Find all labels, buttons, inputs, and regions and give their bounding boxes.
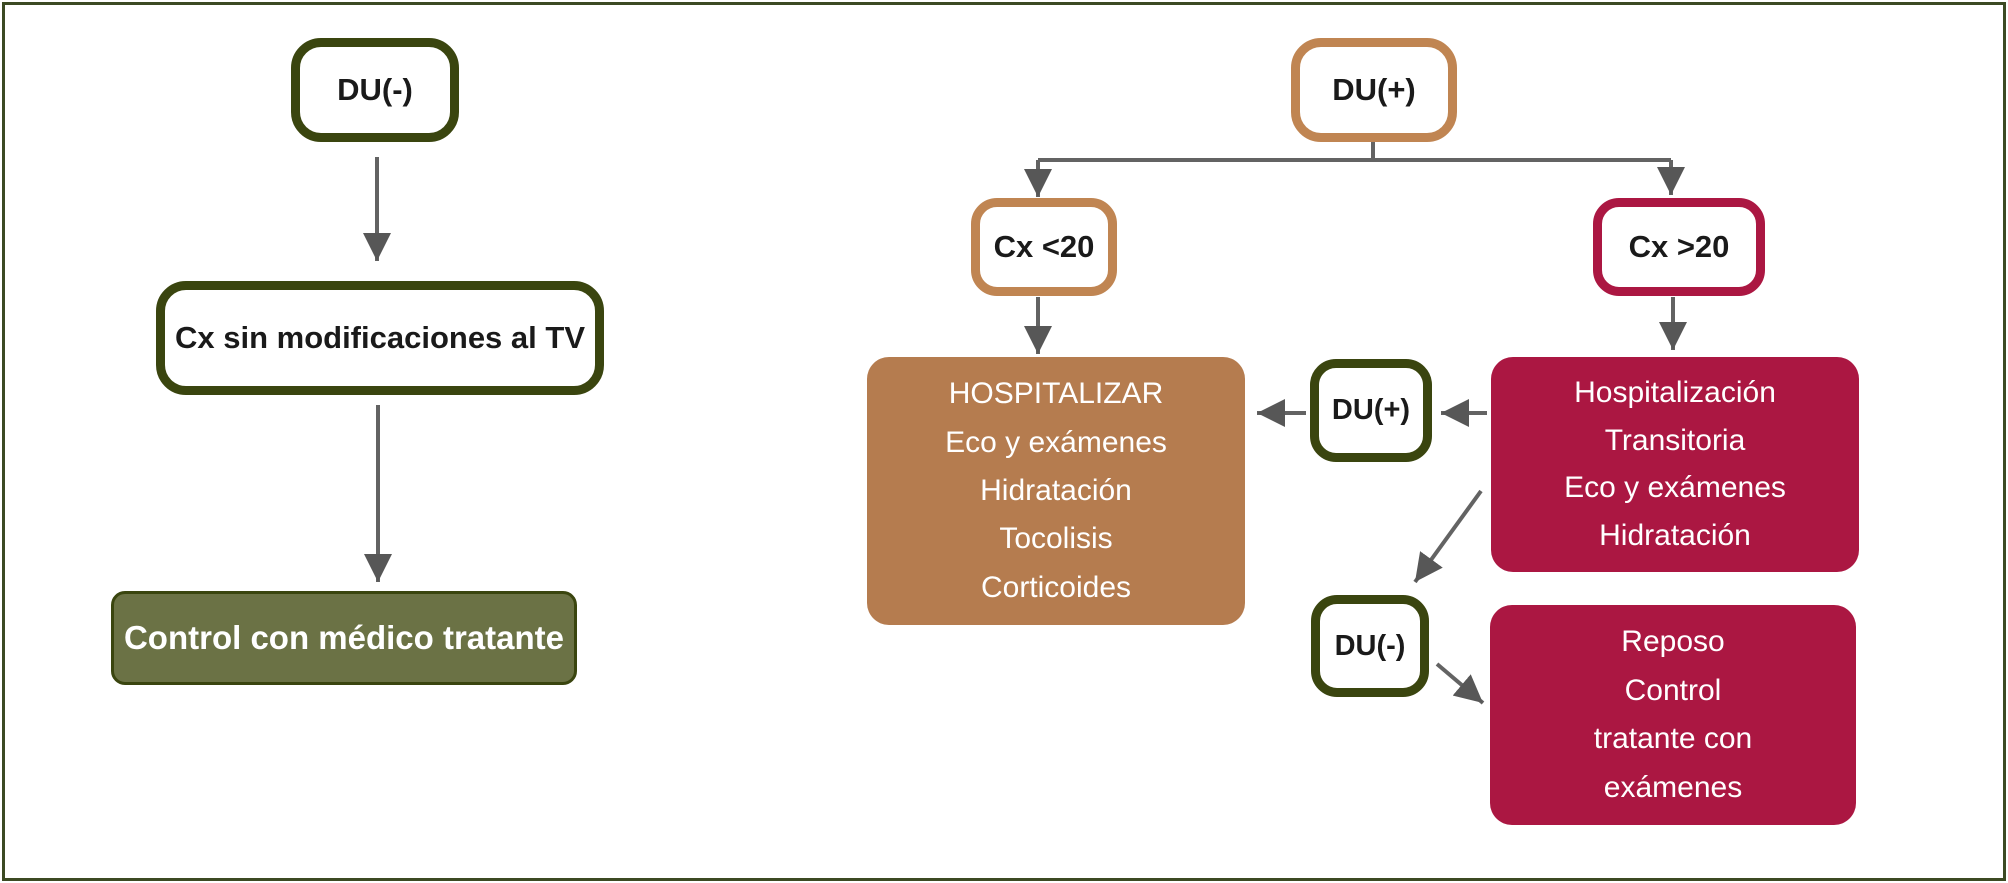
hospitalizar-line: Tocolisis xyxy=(999,522,1113,556)
hosp-transitoria-line: Eco y exámenes xyxy=(1564,471,1786,505)
hospitalizar-line: HOSPITALIZAR xyxy=(948,377,1164,411)
node-hospitalizar: HOSPITALIZAR Eco y exámenes Hidratación … xyxy=(867,357,1245,625)
hosp-transitoria-line: Hidratación xyxy=(1599,518,1751,552)
node-cx-gt-20: Cx >20 xyxy=(1593,198,1765,296)
node-du-negative-label: DU(-) xyxy=(337,72,413,107)
hosp-transitoria-line: Hospitalización xyxy=(1574,376,1776,410)
node-cx-sin-modificaciones: Cx sin modificaciones al TV xyxy=(156,281,604,395)
node-reposo-control: Reposo Control tratante con exámenes xyxy=(1490,605,1856,825)
hospitalizar-line: Eco y exámenes xyxy=(945,425,1167,459)
node-cx-gt-20-label: Cx >20 xyxy=(1628,229,1730,264)
hospitalizar-line: Corticoides xyxy=(980,570,1132,604)
node-du-negative: DU(-) xyxy=(291,38,459,142)
node-control-medico-tratante-label: Control con médico tratante xyxy=(123,619,565,656)
node-cx-sin-modificaciones-label: Cx sin modificaciones al TV xyxy=(174,320,585,355)
node-du-positive: DU(+) xyxy=(1291,38,1457,142)
reposo-line: exámenes xyxy=(1603,770,1743,804)
node-control-medico-tratante: Control con médico tratante xyxy=(111,591,577,685)
node-cx-lt-20: Cx <20 xyxy=(971,198,1117,296)
reposo-line: Control xyxy=(1624,673,1722,707)
node-du-negative-check: DU(-) xyxy=(1311,595,1429,697)
hospitalizar-line: Hidratación xyxy=(980,473,1132,507)
arrow-hosp-trans-to-du-neg-check xyxy=(1413,489,1483,584)
reposo-line: Reposo xyxy=(1621,625,1725,659)
node-du-positive-check: DU(+) xyxy=(1310,359,1432,462)
arrow-du-neg-check-to-reposo xyxy=(1435,662,1485,705)
node-cx-lt-20-label: Cx <20 xyxy=(993,229,1095,264)
node-du-negative-check-label: DU(-) xyxy=(1334,629,1406,662)
hosp-transitoria-line: Transitoria xyxy=(1604,423,1746,457)
node-du-positive-check-label: DU(+) xyxy=(1331,394,1411,426)
node-du-positive-label: DU(+) xyxy=(1332,72,1416,107)
node-hospitalizacion-transitoria: Hospitalización Transitoria Eco y exámen… xyxy=(1491,357,1859,572)
reposo-line: tratante con xyxy=(1593,722,1753,756)
